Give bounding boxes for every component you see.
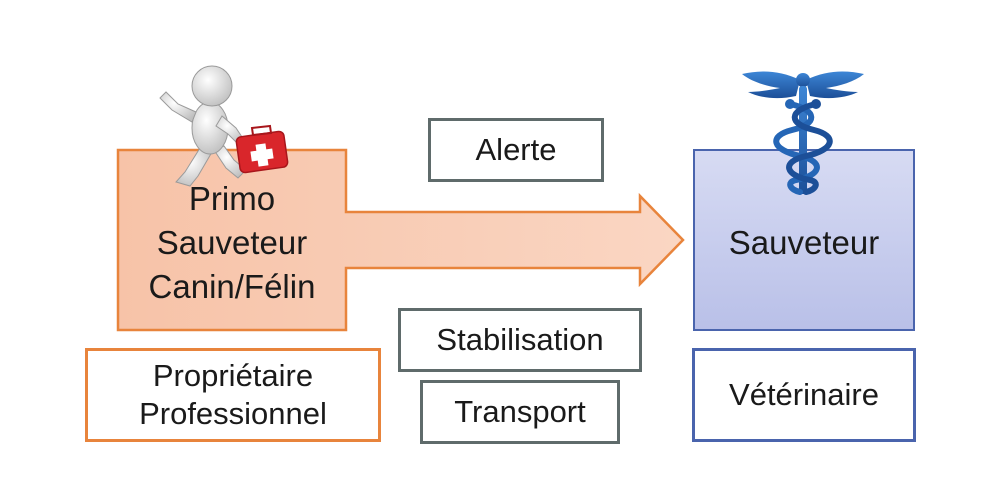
primo-sauveteur-label: Primo Sauveteur Canin/Félin [118, 168, 346, 318]
professionnel-line: Professionnel [139, 396, 327, 431]
proprietaire-professionnel-box: Propriétaire Professionnel [85, 348, 381, 442]
stabilisation-label: Stabilisation [436, 322, 604, 357]
primo-line-1: Primo [188, 180, 276, 217]
sauveteur-label: Sauveteur [728, 224, 880, 261]
veterinaire-label: Vétérinaire [729, 377, 879, 412]
transport-label: Transport [454, 394, 586, 429]
proprietaire-line: Propriétaire [152, 358, 314, 393]
primo-line-2: Sauveteur [156, 224, 308, 261]
first-aid-kit-icon [235, 124, 289, 174]
first-aider-icon [159, 65, 289, 187]
alerte-label: Alerte [475, 132, 557, 167]
stabilisation-box: Stabilisation [398, 308, 642, 372]
transport-box: Transport [420, 380, 620, 444]
caduceus-icon [742, 71, 864, 195]
primo-sauveteur-arrow-shape [116, 148, 685, 332]
alerte-box: Alerte [428, 118, 604, 182]
primo-line-3: Canin/Félin [148, 268, 316, 305]
veterinaire-box: Vétérinaire [692, 348, 916, 442]
